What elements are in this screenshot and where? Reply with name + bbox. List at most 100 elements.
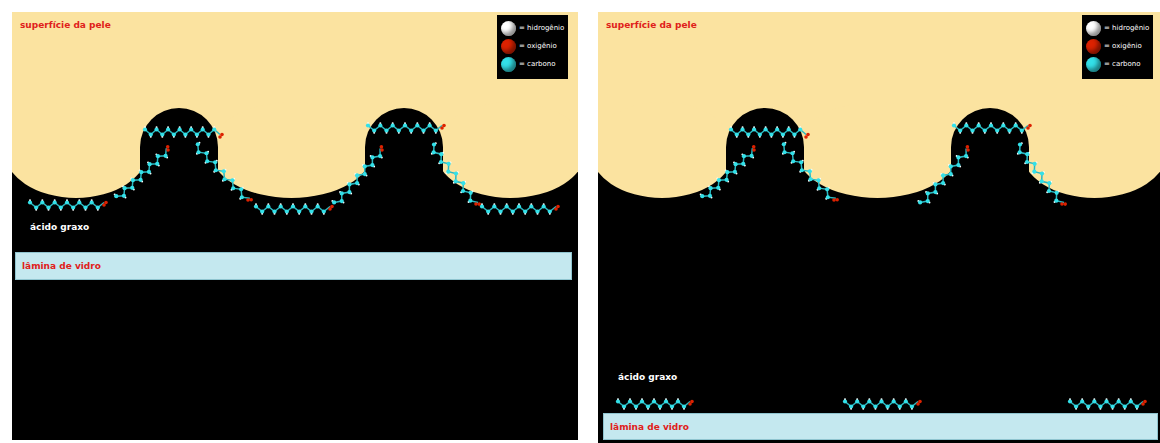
- carbon-atom: [548, 209, 552, 213]
- carbon-atom: [717, 178, 721, 182]
- carbon-atom: [517, 204, 521, 208]
- oxygen-atom: [220, 133, 224, 137]
- carbon-atom: [1117, 399, 1121, 403]
- carbon-atom: [1086, 404, 1090, 408]
- carbon-atom: [71, 205, 75, 209]
- carbon-atom: [952, 123, 956, 127]
- carbon-atom: [892, 399, 896, 403]
- carbon-atom: [156, 154, 160, 158]
- legend-text: = hidrogênio: [1104, 24, 1149, 32]
- carbon-atom: [1025, 160, 1029, 164]
- oxygen-atom: [166, 145, 170, 149]
- oxygen-atom: [832, 198, 836, 202]
- carbon-atom: [790, 151, 794, 155]
- carbon-atom: [403, 123, 407, 127]
- carbon-atom: [716, 186, 720, 190]
- carbon-atom: [178, 127, 182, 131]
- fatty-acid-molecule: [196, 142, 253, 202]
- carbon-atom: [958, 128, 962, 132]
- carbon-atom: [155, 162, 159, 166]
- carbon-atom: [397, 128, 401, 132]
- carbon-atom: [59, 205, 63, 209]
- carbon-atom: [926, 191, 930, 195]
- carbon-atom: [138, 178, 142, 182]
- oxygen-atom: [752, 145, 756, 149]
- skin-label: superfície da pele: [20, 20, 111, 30]
- carbon-atom: [370, 155, 374, 159]
- carbon-atom: [332, 200, 336, 204]
- carbon-atom: [303, 204, 307, 208]
- carbon-atom: [469, 191, 473, 195]
- carbon-atom: [933, 190, 937, 194]
- carbon-atom: [817, 186, 821, 190]
- oxygen-atom: [966, 145, 970, 149]
- fatty-acid-label: ácido graxo: [618, 372, 677, 382]
- carbon-atom: [799, 160, 803, 164]
- carbon-atom: [446, 170, 450, 174]
- carbon-atom: [808, 169, 812, 173]
- carbon-bond: [116, 148, 166, 196]
- carbon-atom: [861, 404, 865, 408]
- carbon-atom: [130, 186, 134, 190]
- carbon-atom: [415, 123, 419, 127]
- carbon-atom: [826, 195, 830, 199]
- carbon-atom: [163, 154, 167, 158]
- legend-row: = hidrogênio: [501, 19, 564, 37]
- carbon-atom: [384, 128, 388, 132]
- carbon-atom: [1020, 128, 1024, 132]
- carbon-atom: [505, 204, 509, 208]
- carbon-atom: [1032, 170, 1036, 174]
- carbon-atom: [529, 204, 533, 208]
- carbon-atom: [741, 162, 745, 166]
- skin-surface: superfície da pele: [598, 12, 1160, 204]
- carbon-atom: [1018, 142, 1022, 146]
- carbon-atom: [46, 205, 50, 209]
- carbon-atom: [454, 179, 458, 183]
- carbon-atom: [285, 209, 289, 213]
- carbon-atom: [366, 123, 370, 127]
- fatty-acid-molecule: [616, 398, 694, 410]
- carbon-atom: [461, 189, 465, 193]
- carbon-atom: [316, 204, 320, 208]
- carbon-atom: [166, 127, 170, 131]
- legend-swatch: [1086, 21, 1101, 36]
- carbon-atom: [1054, 199, 1058, 203]
- carbon-atom: [676, 399, 680, 403]
- carbon-atom: [1074, 404, 1078, 408]
- carbon-atom: [898, 404, 902, 408]
- legend-swatch: [501, 39, 516, 54]
- skin-edge: [12, 12, 26, 162]
- glass-slide: lâmina de vidro: [15, 252, 572, 280]
- carbon-atom: [733, 170, 737, 174]
- carbon-atom: [764, 127, 768, 131]
- carbon-atom: [816, 178, 820, 182]
- carbon-atom: [670, 404, 674, 408]
- carbon-bond: [334, 148, 380, 202]
- carbon-bond: [702, 148, 752, 196]
- carbon-atom: [616, 399, 620, 403]
- carbon-atom: [1110, 404, 1114, 408]
- carbon-atom: [1135, 404, 1139, 408]
- carbon-atom: [758, 132, 762, 136]
- fatty-acid-label: ácido graxo: [30, 222, 89, 232]
- fatty-acid-molecule: [28, 199, 108, 211]
- skin-surface: superfície da pele: [12, 12, 578, 204]
- carbon-atom: [391, 123, 395, 127]
- carbon-atom: [918, 200, 922, 204]
- carbon-atom: [53, 200, 57, 204]
- carbon-atom: [96, 205, 100, 209]
- carbon-atom: [148, 162, 152, 166]
- legend-text: = carbono: [519, 60, 556, 68]
- carbon-atom: [77, 200, 81, 204]
- carbon-atom: [791, 159, 795, 163]
- fatty-acid-molecule: [782, 142, 839, 202]
- carbon-atom: [122, 194, 126, 198]
- carbon-atom: [189, 127, 193, 131]
- carbon-atom: [879, 399, 883, 403]
- carbon-atom: [855, 399, 859, 403]
- carbon-bond: [784, 144, 836, 198]
- carbon-atom: [782, 150, 786, 154]
- fatty-acid-molecule: [1068, 398, 1147, 410]
- carbon-bond: [920, 148, 966, 202]
- skin-edge: [598, 12, 612, 162]
